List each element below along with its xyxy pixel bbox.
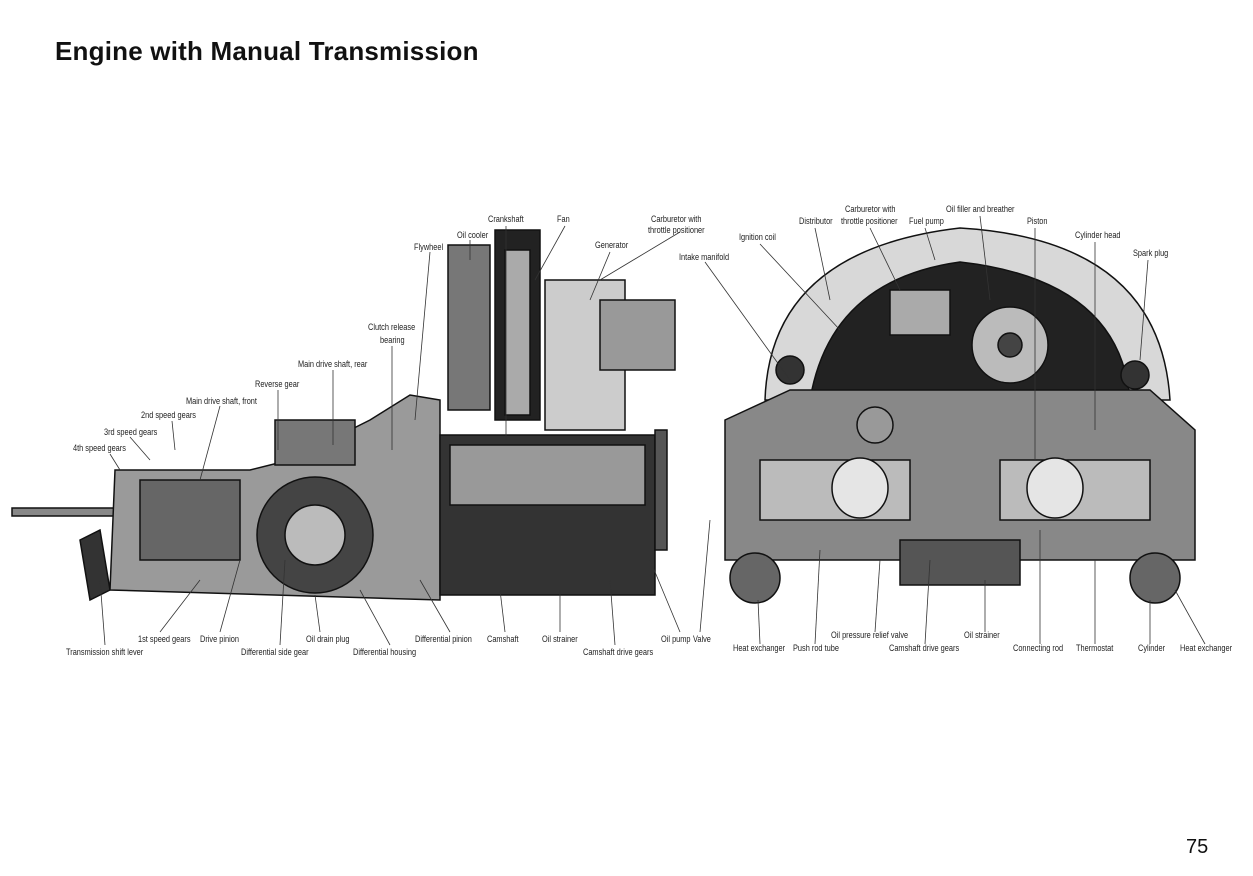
label-differential-pinion: Differential pinion <box>415 634 472 644</box>
label-3rd-speed-gears: 3rd speed gears <box>104 427 158 437</box>
label-differential-housing: Differential housing <box>353 647 417 657</box>
label-main-drive-shaft-rear: Main drive shaft, rear <box>298 359 368 369</box>
label-carburetor-line2: throttle positioner <box>648 225 705 235</box>
label-transmission-shift-lever: Transmission shift lever <box>66 647 144 657</box>
label-oil-filler-breather: Oil filler and breather <box>946 204 1015 214</box>
label-crankshaft: Crankshaft <box>488 214 524 224</box>
label-2nd-speed-gears: 2nd speed gears <box>141 410 196 420</box>
label-ignition-coil: Ignition coil <box>739 232 776 242</box>
label-push-rod-tube: Push rod tube <box>793 643 839 653</box>
label-connecting-rod: Connecting rod <box>1013 643 1064 653</box>
front-view-drawing <box>724 227 1196 604</box>
label-cylinder-head: Cylinder head <box>1075 230 1121 240</box>
label-fuel-pump: Fuel pump <box>909 216 944 226</box>
label-oil-pressure-relief-valve: Oil pressure relief valve <box>831 630 909 640</box>
label-generator: Generator <box>595 240 629 250</box>
side-view-drawing <box>11 229 676 602</box>
label-fan: Fan <box>557 214 570 224</box>
label-heat-exchanger-right: Heat exchanger <box>1180 643 1233 653</box>
label-heat-exchanger-left: Heat exchanger <box>733 643 786 653</box>
label-carburetor-front-line1: Carburetor with <box>845 204 896 214</box>
label-camshaft-drive-gears-front: Camshaft drive gears <box>889 643 960 653</box>
label-valve: Valve <box>693 634 711 644</box>
label-thermostat: Thermostat <box>1076 643 1114 653</box>
label-oil-drain-plug: Oil drain plug <box>306 634 350 644</box>
label-piston: Piston <box>1027 216 1048 226</box>
label-reverse-gear: Reverse gear <box>255 379 300 389</box>
label-oil-strainer: Oil strainer <box>542 634 578 644</box>
label-drive-pinion: Drive pinion <box>200 634 239 644</box>
label-camshaft-drive-gears: Camshaft drive gears <box>583 647 654 657</box>
label-flywheel: Flywheel <box>414 242 444 252</box>
label-spark-plug: Spark plug <box>1133 248 1169 258</box>
label-carburetor-front-line2: throttle positioner <box>841 216 898 226</box>
page-title: Engine with Manual Transmission <box>55 36 479 66</box>
label-4th-speed-gears: 4th speed gears <box>73 443 126 453</box>
label-oil-pump: Oil pump <box>661 634 691 644</box>
label-bearing: bearing <box>380 335 405 345</box>
label-differential-side-gear: Differential side gear <box>241 647 309 657</box>
label-distributor: Distributor <box>799 216 833 226</box>
label-oil-strainer-front: Oil strainer <box>964 630 1000 640</box>
label-camshaft: Camshaft <box>487 634 519 644</box>
label-main-drive-shaft-front: Main drive shaft, front <box>186 396 257 406</box>
label-intake-manifold: Intake manifold <box>679 252 730 262</box>
label-clutch-release: Clutch release <box>368 322 416 332</box>
label-oil-cooler: Oil cooler <box>457 230 489 240</box>
label-1st-speed-gears: 1st speed gears <box>138 634 191 644</box>
leader-lines <box>99 215 1206 646</box>
page-number: 75 <box>1186 836 1209 858</box>
label-cylinder: Cylinder <box>1138 643 1166 653</box>
label-carburetor-line1: Carburetor with <box>651 214 702 224</box>
